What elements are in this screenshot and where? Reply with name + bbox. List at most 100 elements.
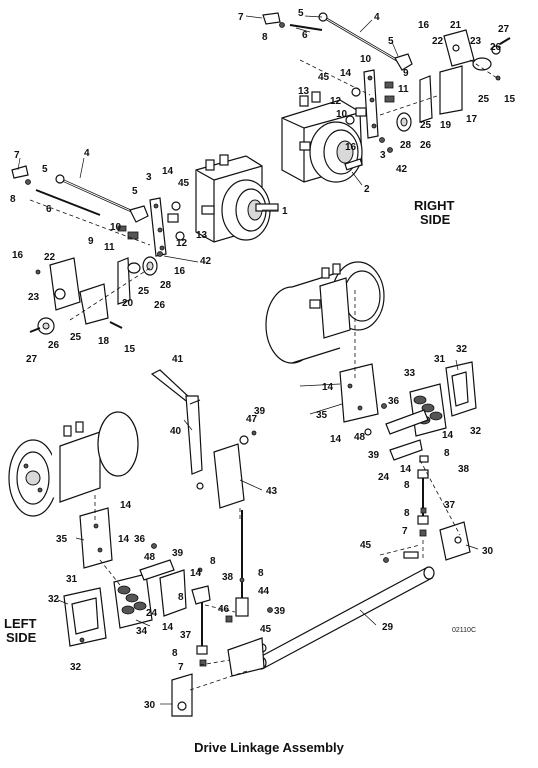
left-dampener-34 <box>113 573 153 629</box>
center-lever-assembly <box>150 369 273 653</box>
callout: 14 <box>190 568 202 579</box>
callout: 10 <box>110 222 122 233</box>
right-control-arm <box>345 69 395 139</box>
right-neutral-bracket <box>379 29 511 153</box>
callout: 23 <box>28 292 40 303</box>
callout: 13 <box>298 86 310 97</box>
callout: 45 <box>318 72 330 83</box>
callout: 11 <box>398 84 409 95</box>
callout: 29 <box>382 622 394 633</box>
callout: 39 <box>172 548 184 559</box>
callout: 30 <box>482 546 494 557</box>
callout: 17 <box>466 114 478 125</box>
callout: 45 <box>360 540 372 551</box>
callout: 16 <box>418 20 430 31</box>
callout: 11 <box>104 242 115 253</box>
callout: 12 <box>330 96 342 107</box>
callout: 37 <box>444 500 456 511</box>
callout: 25 <box>138 286 150 297</box>
callout: 31 <box>66 574 78 585</box>
callout: 5 <box>298 8 304 19</box>
right-side-label-line2: SIDE <box>420 212 451 227</box>
callout: 7 <box>178 662 184 673</box>
callout: 8 <box>262 32 268 43</box>
callout: 9 <box>403 68 409 79</box>
diagram-caption: Drive Linkage Assembly <box>194 740 344 755</box>
callout: 28 <box>400 140 412 151</box>
callout: 8 <box>172 648 178 659</box>
right-linkage-24 <box>364 403 429 461</box>
callout: 44 <box>258 586 270 597</box>
callout: 13 <box>196 230 208 241</box>
mid-right-pump-assembly <box>265 261 477 537</box>
control-lever-41 <box>150 369 204 490</box>
callout: 5 <box>388 36 394 47</box>
callout: 28 <box>160 280 172 291</box>
left-top-control-arm <box>117 197 185 257</box>
callout: 39 <box>254 406 266 417</box>
callout: 35 <box>56 534 68 545</box>
callout: 10 <box>360 54 372 65</box>
callout: 4 <box>374 12 380 23</box>
callout: 36 <box>134 534 146 545</box>
callout: 8 <box>178 592 184 603</box>
callout: 21 <box>450 20 462 31</box>
cross-shaft-29 <box>171 521 471 717</box>
callout: 12 <box>176 238 188 249</box>
callout: 32 <box>456 344 468 355</box>
callout: 47 <box>246 414 258 425</box>
callout: 24 <box>146 608 158 619</box>
callout: 14 <box>442 430 454 441</box>
callout: 42 <box>396 164 408 175</box>
right-link-37 <box>417 455 429 537</box>
callout: 6 <box>46 204 52 215</box>
callout: 10 <box>336 109 348 120</box>
right-side-assembly <box>262 12 511 183</box>
callout: 36 <box>388 396 400 407</box>
assembly-dashed-lines <box>29 59 501 691</box>
callout: 27 <box>498 24 510 35</box>
left-side-label-line2: SIDE <box>6 630 37 645</box>
right-control-rod <box>262 12 413 71</box>
callout: 14 <box>162 166 174 177</box>
callout: 23 <box>470 36 482 47</box>
callout: 5 <box>132 186 138 197</box>
callout: 7 <box>14 150 20 161</box>
callout: 25 <box>70 332 82 343</box>
callout: 26 <box>420 140 432 151</box>
callout: 16 <box>12 250 24 261</box>
callout: 27 <box>26 354 38 365</box>
left-linkage-24 <box>139 543 187 617</box>
callout: 26 <box>48 340 60 351</box>
right-hydraulic-pump <box>281 91 363 183</box>
callout: 14 <box>330 434 342 445</box>
callout: 16 <box>174 266 186 277</box>
callout: 45 <box>260 624 272 635</box>
callout: 8 <box>210 556 216 567</box>
callout: 32 <box>70 662 82 673</box>
callout: 39 <box>368 450 380 461</box>
mid-bracket-35 <box>339 363 379 423</box>
callout: 6 <box>302 30 308 41</box>
callout: 32 <box>48 594 60 605</box>
callout: 41 <box>172 354 184 365</box>
callout: 7 <box>402 526 408 537</box>
callout: 33 <box>404 368 416 379</box>
left-top-control-rod <box>11 165 149 223</box>
right-side-label-line1: RIGHT <box>414 198 455 213</box>
callout: 43 <box>266 486 278 497</box>
callout: 32 <box>470 426 482 437</box>
callout: 8 <box>404 508 410 519</box>
callout: 15 <box>504 94 516 105</box>
callout: 4 <box>84 148 90 159</box>
callout: 14 <box>322 382 334 393</box>
left-top-hydraulic-pump <box>195 154 279 243</box>
callout: 8 <box>10 194 16 205</box>
left-side-pump-assembly <box>8 411 208 667</box>
callout: 14 <box>340 68 352 79</box>
lever-43 <box>213 430 257 509</box>
callout: 26 <box>490 42 502 53</box>
callout: 38 <box>222 572 234 583</box>
callout: 16 <box>345 142 357 153</box>
callout-labels: 7 8 5 4 6 5 10 14 45 9 11 13 12 10 16 3 … <box>4 8 516 711</box>
